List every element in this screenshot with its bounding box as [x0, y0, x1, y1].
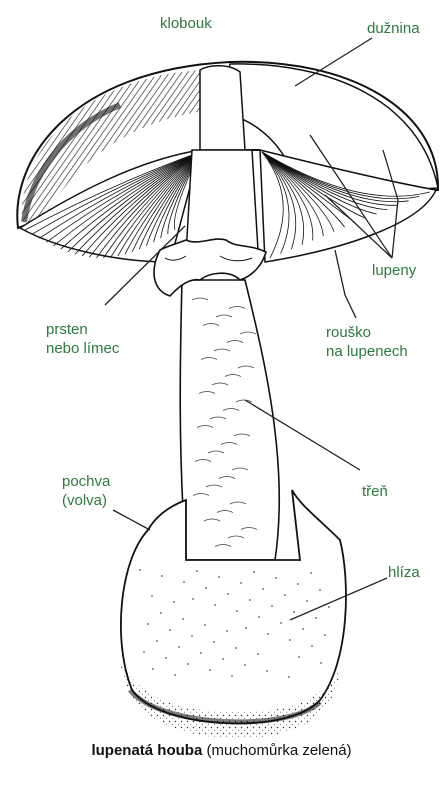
label-klobouk: klobouk — [160, 14, 212, 33]
label-prsten-line2: nebo límec — [46, 339, 119, 358]
caption: lupenatá houba (muchomůrka zelená) — [0, 742, 443, 759]
label-hliza: hlíza — [388, 563, 420, 582]
label-lupeny: lupeny — [372, 261, 416, 280]
label-tren: třeň — [362, 482, 388, 501]
label-rousko-line2: na lupenech — [326, 342, 408, 361]
caption-bold: lupenatá houba — [91, 742, 202, 759]
label-rousko: rouško na lupenech — [326, 323, 408, 361]
label-prsten: prsten nebo límec — [46, 320, 119, 358]
caption-normal: (muchomůrka zelená) — [206, 742, 351, 759]
label-pochva-line1: pochva — [62, 472, 110, 491]
label-duznina: dužnina — [367, 19, 420, 38]
label-rousko-line1: rouško — [326, 323, 408, 342]
label-prsten-line1: prsten — [46, 320, 119, 339]
label-pochva: pochva (volva) — [62, 472, 110, 510]
label-pochva-line2: (volva) — [62, 491, 110, 510]
